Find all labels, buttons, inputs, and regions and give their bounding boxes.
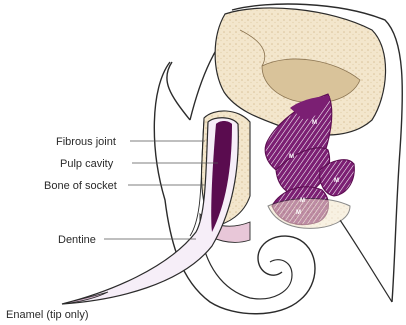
label-pulp-cavity: Pulp cavity <box>60 158 114 170</box>
label-enamel: Enamel (tip only) <box>6 309 89 321</box>
molar-label-3: M <box>334 178 339 184</box>
label-bone-of-socket: Bone of socket <box>44 180 117 192</box>
lower-jaw-bone <box>268 199 350 229</box>
molar-label-1: M <box>312 120 317 126</box>
label-fibrous-joint: Fibrous joint <box>56 136 116 148</box>
molar-label-5: M <box>296 210 301 216</box>
molar-label-2: M <box>289 154 294 160</box>
jaw-outline <box>340 220 392 302</box>
label-dentine: Dentine <box>58 234 96 246</box>
molar-label-4: M <box>300 198 305 204</box>
